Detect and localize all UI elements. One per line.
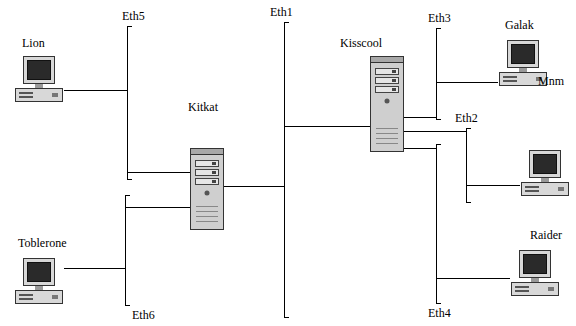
host-name: Toblerone bbox=[18, 236, 66, 250]
server-icon bbox=[190, 148, 224, 230]
segment-end-tick bbox=[466, 202, 471, 203]
segment-label: Eth5 bbox=[122, 9, 145, 23]
network-link bbox=[404, 148, 437, 149]
server-icon bbox=[370, 56, 404, 152]
computer-node: Raider bbox=[510, 250, 560, 298]
segment-end-tick bbox=[436, 144, 441, 145]
segment-label: Eth4 bbox=[428, 306, 451, 320]
segment-label: Eth3 bbox=[428, 11, 451, 25]
segment-end-tick bbox=[436, 28, 441, 29]
segment-end-tick bbox=[436, 119, 441, 120]
ethernet-segment: Eth6 bbox=[125, 195, 126, 306]
segment-end-tick bbox=[284, 22, 289, 23]
ethernet-segment: Eth5 bbox=[127, 26, 128, 180]
segment-label: Eth1 bbox=[270, 5, 293, 19]
network-link bbox=[404, 117, 437, 118]
ethernet-segment: Eth4 bbox=[436, 144, 437, 304]
host-name: Raider bbox=[530, 228, 562, 242]
network-link bbox=[466, 185, 520, 186]
computer-node: Kisscool bbox=[370, 56, 404, 152]
segment-end-tick bbox=[284, 317, 289, 318]
segment-end-tick bbox=[125, 305, 130, 306]
ethernet-segment: Eth2 bbox=[466, 128, 467, 203]
computer-node: Mnm bbox=[520, 150, 570, 198]
computer-node: Lion bbox=[14, 56, 64, 104]
segment-end-tick bbox=[125, 195, 130, 196]
computer-node: Kitkat bbox=[190, 148, 224, 230]
ethernet-segment: Eth3 bbox=[436, 28, 437, 120]
segment-end-tick bbox=[466, 128, 471, 129]
segment-label: Eth2 bbox=[455, 111, 478, 125]
network-link bbox=[224, 186, 285, 187]
computer-node: Toblerone bbox=[14, 258, 64, 306]
ethernet-segment: Eth1 bbox=[284, 22, 285, 318]
network-link bbox=[404, 131, 467, 132]
network-link bbox=[64, 268, 126, 269]
network-link bbox=[125, 207, 190, 208]
computer-icon bbox=[520, 150, 570, 198]
host-name: Kisscool bbox=[340, 36, 382, 50]
computer-icon bbox=[14, 258, 64, 306]
segment-end-tick bbox=[436, 303, 441, 304]
segment-end-tick bbox=[127, 179, 132, 180]
host-name: Lion bbox=[22, 36, 45, 50]
segment-end-tick bbox=[127, 26, 132, 27]
segment-label: Eth6 bbox=[132, 308, 155, 322]
host-name: Mnm bbox=[538, 74, 564, 88]
host-name: Kitkat bbox=[188, 100, 218, 114]
network-link bbox=[436, 278, 510, 279]
network-link bbox=[127, 172, 190, 173]
host-name: Galak bbox=[505, 18, 534, 32]
computer-icon bbox=[510, 250, 560, 298]
network-link bbox=[436, 82, 498, 83]
network-link bbox=[64, 90, 128, 91]
computer-icon bbox=[14, 56, 64, 104]
network-link bbox=[284, 126, 370, 127]
